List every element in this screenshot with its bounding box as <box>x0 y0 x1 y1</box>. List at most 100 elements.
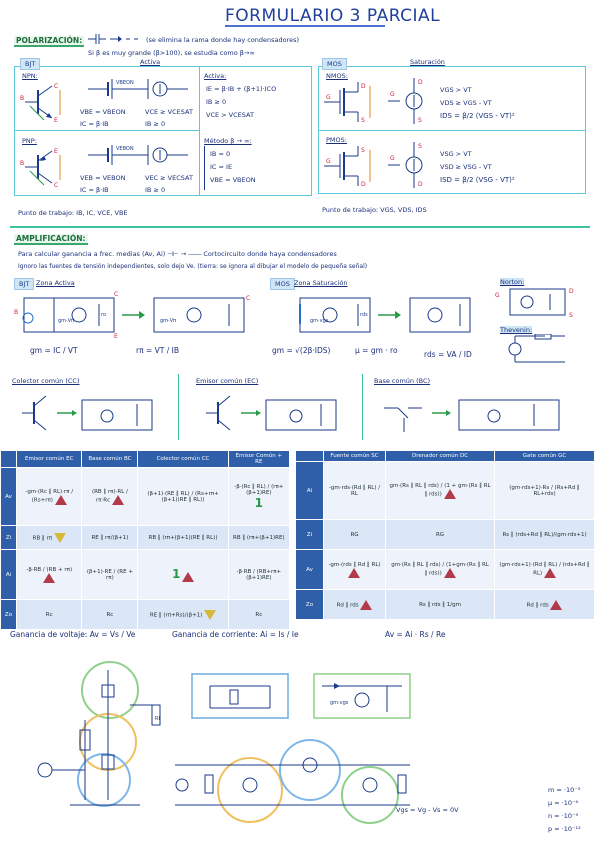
svg-text:D: D <box>361 181 366 188</box>
row-label: Zi <box>0 525 17 550</box>
svg-text:B: B <box>14 309 18 316</box>
table-row: Zo Rd ∥ rds Rs ∥ rds ∥ 1/gm Rd ∥ rds <box>295 589 595 620</box>
table-header <box>295 450 324 462</box>
ec-circuit-icon <box>206 395 337 431</box>
table-header: Gate común GC <box>494 450 595 462</box>
bjt-polarizacion-box <box>14 66 312 196</box>
metodo-brace <box>204 146 264 190</box>
npn-formula-2: VCE ≥ VCESAT <box>145 108 193 116</box>
svg-text:Rl: Rl <box>155 716 160 722</box>
cc-circuit-icon <box>22 395 153 431</box>
table-row: Ai -gm·rds·(Rd ∥ RL) / RL gm·(Rs ∥ RL ∥ … <box>295 461 595 520</box>
table-cell: RE ∥ rπ/(β+1) <box>81 525 139 550</box>
section-amplificacion: AMPLIFICACIÓN: <box>14 234 88 245</box>
table-cell: -gm·rds·(Rd ∥ RL) / RL <box>323 461 386 520</box>
pnp-formula-4: IB ≥ 0 <box>145 186 166 194</box>
zona-activa-label: Zona Activa <box>36 279 75 287</box>
svg-text:G: G <box>495 292 500 299</box>
gm-mos-formula: gm = √(2β·IDS) <box>272 346 331 355</box>
svg-text:G: G <box>326 158 331 165</box>
arrow-down-icon <box>204 609 217 620</box>
ganancia-voltaje: Ganancia de voltaje: Av = Vs / Ve <box>10 630 136 639</box>
svg-text:C: C <box>54 83 58 90</box>
svg-text:D: D <box>418 181 423 188</box>
gm-bjt-formula: gm = IC / VT <box>30 346 78 355</box>
multistage-amplifier-schematic: Rl <box>37 661 161 807</box>
bjt-tag: BJT <box>20 58 41 70</box>
polarizacion-note-2: Si β es muy grande (β>100), se estudia c… <box>88 49 255 57</box>
table-row: Zi RB ∥ rπ RE ∥ rπ/(β+1) RB ∥ (rπ+(β+1)(… <box>0 525 291 550</box>
row-label: Zi <box>295 519 324 550</box>
section-polarizacion: POLARIZACIÓN: <box>14 36 85 47</box>
divider <box>199 66 200 196</box>
table-cell: -β·RB / (RB + rπ) <box>15 549 83 600</box>
table-row: Ai -β·RB / (RB + rπ) (β+1)·RE / (RE + rπ… <box>0 549 291 600</box>
gate-equivalent-diagram <box>191 673 289 719</box>
svg-text:VBEON: VBEON <box>116 80 134 86</box>
pmos-label: PMOS: <box>326 136 347 144</box>
svg-text:VEBON: VEBON <box>116 146 134 152</box>
svg-text:E: E <box>54 117 58 124</box>
bjt-gain-table: Emisor común EC Base común BC Colector c… <box>0 450 291 630</box>
table-cell: (gm·rds+1)·Rs / (Rs+Rd ∥ RL+rds) <box>494 461 595 520</box>
arrow-up-icon <box>543 567 556 578</box>
table-cell: gm·(Rs ∥ RL ∥ rds) / (1+gm·(Rs ∥ RL ∥ rd… <box>384 549 496 590</box>
table-cell: Rd ∥ rds <box>323 589 386 620</box>
svg-text:gm·Vπ: gm·Vπ <box>160 318 176 324</box>
metodo-line-3: VBE = VBEON <box>210 176 256 184</box>
table-cell: -gm·(Rc ∥ RL)·rπ / (Rs+rπ) <box>15 467 83 526</box>
table-header: Colector común CC <box>137 450 229 468</box>
pmos-transistor-icon: GSD <box>324 146 371 188</box>
thevenin-label: Thevenin: <box>500 326 533 334</box>
svg-text:D: D <box>418 79 423 86</box>
svg-text:C: C <box>114 291 118 298</box>
table-cell: RB ∥ rπ <box>15 525 83 550</box>
svg-text:E: E <box>54 148 58 155</box>
svg-text:gm·vgs: gm·vgs <box>310 318 329 324</box>
amplificacion-line-1: Para calcular ganancia a frec. medias (A… <box>18 250 337 258</box>
page-title: FORMULARIO 3 PARCIAL <box>225 6 441 26</box>
activa-line-3: VCE > VCESAT <box>206 111 254 119</box>
nmos-bias-circuit-icon: G DS <box>388 78 423 124</box>
divider <box>14 130 199 131</box>
table-cell: (RB ∥ rπ)·RL / rπ·Rc <box>81 467 139 526</box>
npn-formula-4: IB ≥ 0 <box>145 120 166 128</box>
amplificacion-line-2: Ignoro las fuentes de tensión independie… <box>18 263 368 270</box>
svg-text:gm·vgs: gm·vgs <box>330 700 349 706</box>
pnp-transistor-icon: BEC <box>20 148 61 189</box>
table-cell: Rc <box>81 599 139 630</box>
row-label: Zo <box>0 599 17 630</box>
section-divider <box>10 226 590 228</box>
mos-gain-table: Fuente común SC Drenador común DC Gate c… <box>295 450 595 620</box>
pnp-formula-3: IC = β·IB <box>80 186 109 194</box>
table-cell: -β·(Rc ∥ RL) / (rπ+(β+1)RE)1 <box>227 467 291 526</box>
row-label: Ai <box>0 549 17 600</box>
table-row: Av -gm·(rds ∥ Rd ∥ RL) gm·(Rs ∥ RL ∥ rds… <box>295 549 595 590</box>
ganancia-corriente: Ganancia de corriente: Ai = Is / Ie <box>172 630 299 639</box>
base-comun-label: Base común (BC) <box>374 377 431 385</box>
metodo-title: Método β → ∞: <box>204 137 252 145</box>
table-cell: Rc <box>15 599 83 630</box>
table-cell: RB ∥ (rπ+(β+1)RE) <box>227 525 291 550</box>
row-label: Ai <box>295 461 324 520</box>
table-cell: (β+1)·RE / (RE + rπ) <box>81 549 139 600</box>
pnp-label: PNP: <box>22 137 37 145</box>
table-header: Fuente común SC <box>323 450 386 462</box>
npn-formula-1: VBE = VBEON <box>80 108 126 116</box>
svg-text:S: S <box>361 117 365 124</box>
arrow-up-icon <box>348 567 361 578</box>
nmos-formula-3: IDS = β/2 (VGS - VT)² <box>440 112 515 120</box>
svg-text:B: B <box>20 95 24 102</box>
npn-transistor-icon: B C E <box>20 83 61 124</box>
thevenin-equivalent-icon <box>508 334 565 363</box>
capacitor-to-open-icon <box>88 34 138 44</box>
drain-equivalent-diagram: gm·vgs <box>313 673 411 719</box>
arrow-up-icon <box>550 599 563 610</box>
small-signal-cascade-diagram <box>175 739 410 824</box>
metodo-line-2: IC = IE <box>210 163 233 171</box>
unit-pico: p = ·10⁻¹² <box>548 825 581 833</box>
bjt-amp-tag: BJT <box>14 278 35 290</box>
svg-text:S: S <box>569 312 573 319</box>
svg-text:S: S <box>418 143 422 150</box>
table-header: Emisor Común + RE <box>227 450 291 468</box>
